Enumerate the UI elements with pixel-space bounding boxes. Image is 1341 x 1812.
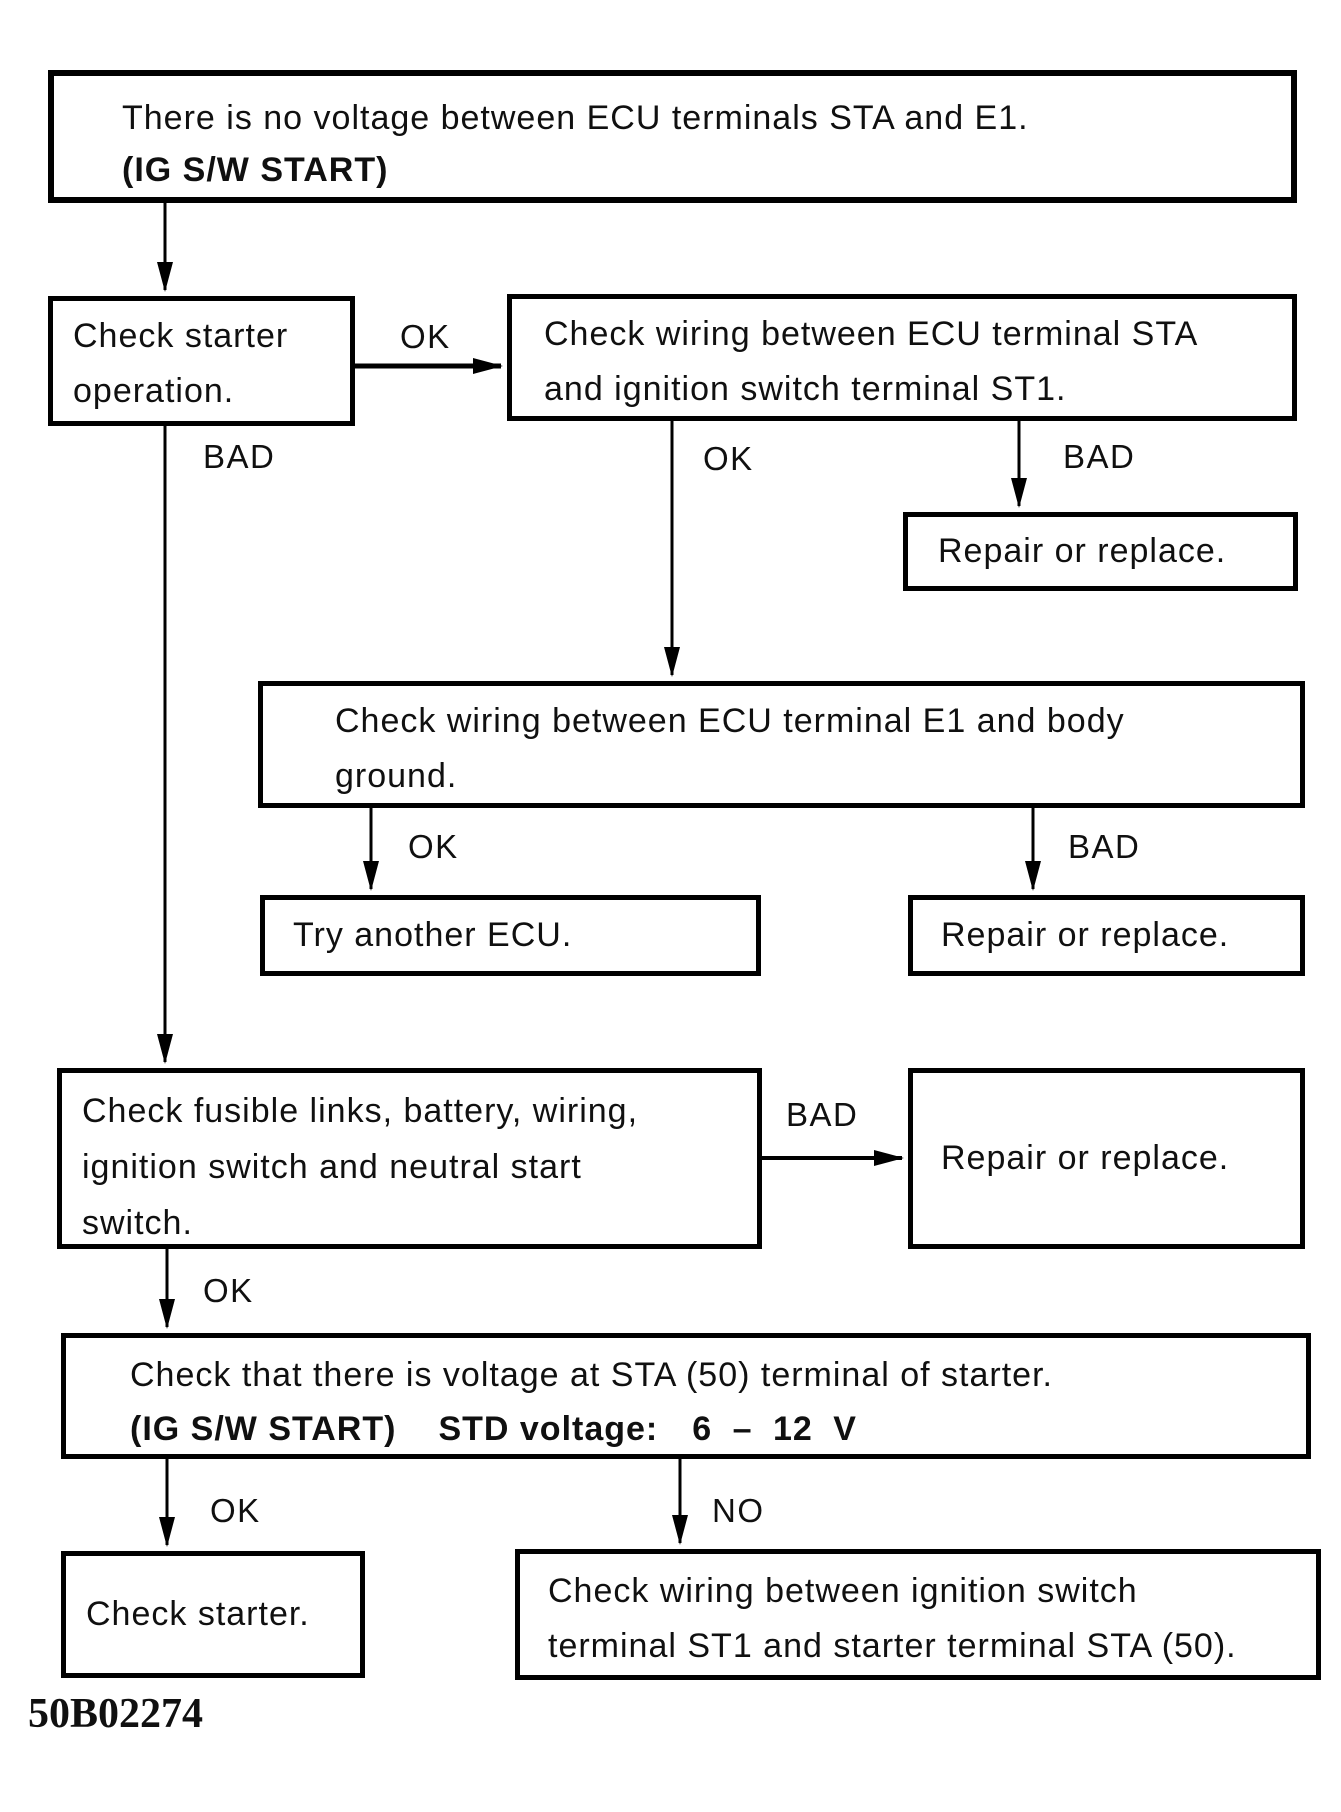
node-start-line1: There is no voltage between ECU terminal… [122,99,1029,137]
label-bad-4: BAD [786,1096,859,1133]
label-bad-1: BAD [203,438,276,475]
label-ok-2: OK [703,440,754,477]
label-no-1: NO [712,1492,765,1529]
node-repair-or-replace-1: Repair or replace. [903,512,1298,591]
label-ok-4: OK [203,1272,254,1309]
figure-code: 50B02274 [28,1691,204,1737]
std-voltage-label: STD voltage: [438,1410,659,1448]
std-voltage-value: 6 – 12 V [692,1410,857,1448]
node-check-starter: Check starter. [61,1551,365,1678]
node-check-starter-operation: Check starter operation. [48,296,355,426]
node-repair-or-replace-2: Repair or replace. [908,895,1305,976]
label-ok-1: OK [400,318,451,355]
node-check-wiring-e1: Check wiring between ECU terminal E1 and… [258,681,1305,808]
node-check-sta-voltage-line1: Check that there is voltage at STA (50) … [130,1356,1053,1394]
ig-sw-start-label: (IG S/W START) [130,1410,397,1448]
label-bad-3: BAD [1068,828,1141,865]
node-check-wiring-st1: Check wiring between ignition switch ter… [515,1549,1321,1680]
node-repair-or-replace-3: Repair or replace. [908,1068,1305,1249]
label-ok-5: OK [210,1492,261,1529]
node-try-another-ecu: Try another ECU. [260,895,761,976]
label-bad-2: BAD [1063,438,1136,475]
node-check-wiring-sta: Check wiring between ECU terminal STA an… [507,294,1297,421]
label-ok-3: OK [408,828,459,865]
node-start-line2: (IG S/W START) [122,151,389,189]
node-start: There is no voltage between ECU terminal… [48,70,1297,203]
node-check-sta-voltage: Check that there is voltage at STA (50) … [61,1333,1311,1459]
node-check-fusible-links: Check fusible links, battery, wiring, ig… [57,1068,762,1249]
